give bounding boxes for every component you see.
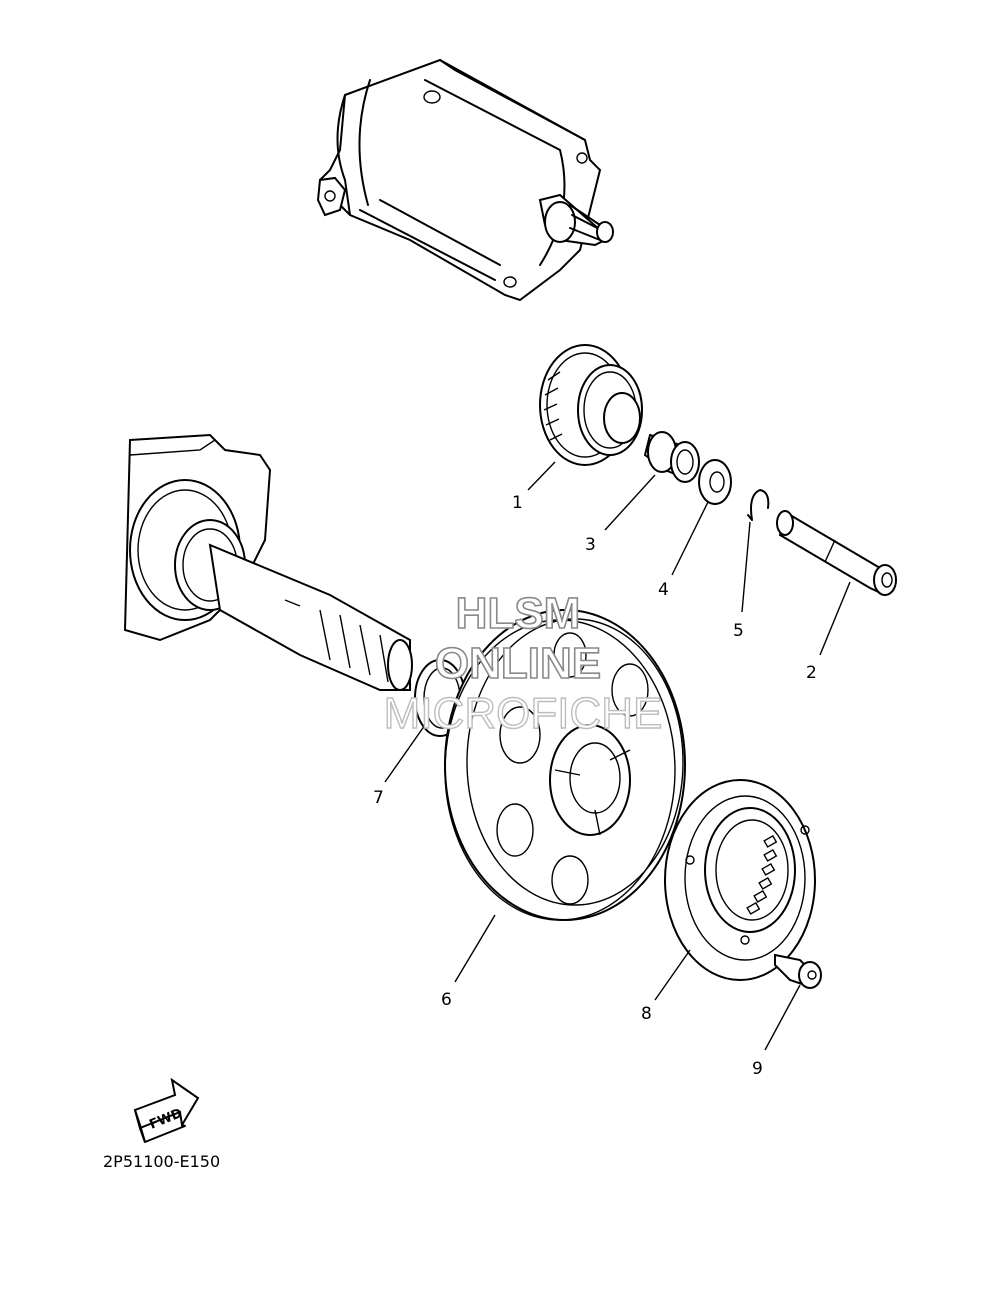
watermark-line3: MICROFICHE [384, 689, 663, 738]
idler-gear [539, 344, 643, 466]
callout-2: 2 [806, 663, 817, 683]
idler-shaft [776, 510, 897, 597]
watermark-line2: ONLINE [435, 639, 601, 688]
circlip [747, 489, 770, 521]
bolt [774, 953, 822, 989]
callout-4: 4 [658, 580, 669, 600]
diagram-code: 2P51100-E150 [103, 1152, 220, 1171]
callout-9: 9 [752, 1059, 763, 1079]
callout-1: 1 [512, 493, 523, 513]
callout-numbers: 1 3 4 5 2 7 6 8 9 [373, 493, 817, 1079]
starter-wheel-gear [444, 609, 686, 921]
callout-8: 8 [641, 1004, 652, 1024]
fwd-arrow-icon: FWD [133, 1077, 200, 1143]
callout-3: 3 [585, 535, 596, 555]
watermark: HLSM ONLINE MICROFICHE [383, 588, 663, 739]
one-way-clutch [664, 779, 816, 981]
callout-6: 6 [441, 990, 452, 1010]
callout-7: 7 [373, 788, 384, 808]
callout-5: 5 [733, 621, 744, 641]
leader-lines [384, 461, 851, 1051]
watermark-line1: HLSM [456, 589, 581, 638]
starter-motor [316, 58, 614, 302]
needle-bearing [643, 431, 700, 483]
crankshaft [123, 433, 413, 691]
washer [698, 459, 732, 505]
